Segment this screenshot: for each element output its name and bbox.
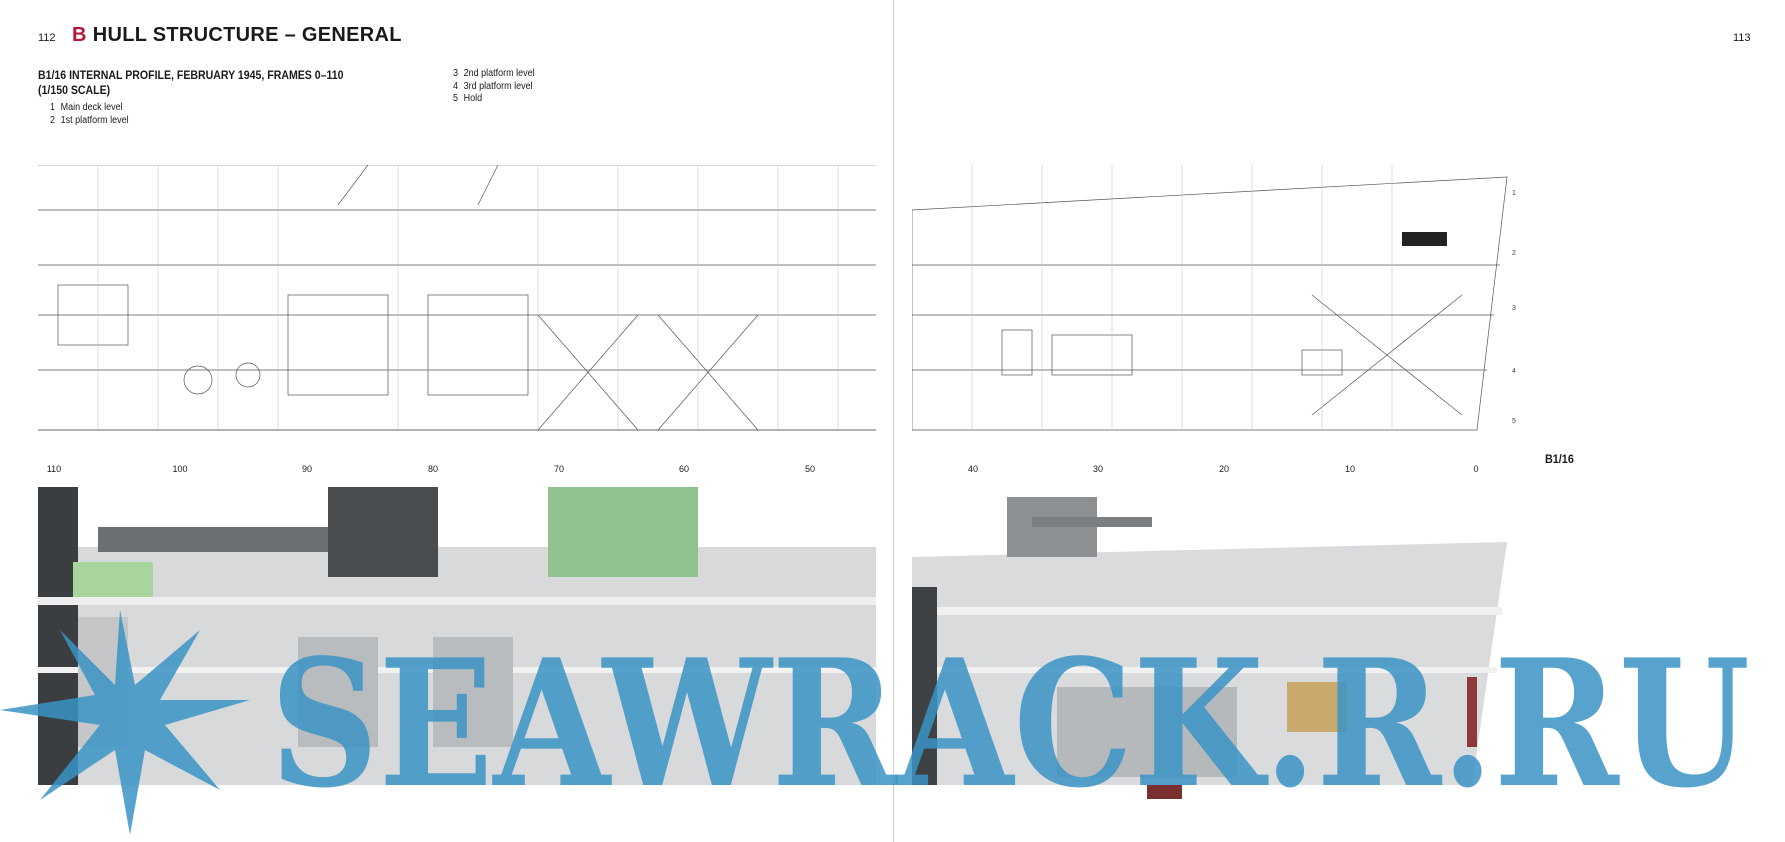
figure-label: B1/16 (1545, 452, 1574, 466)
frame-number: 100 (172, 464, 188, 474)
page-number-right: 113 (1733, 32, 1751, 44)
legend-column-2: 3 2nd platform level 4 3rd platform leve… (453, 68, 535, 106)
frame-number: 40 (967, 464, 979, 474)
frame-number: 70 (553, 464, 565, 474)
page-gutter (893, 0, 894, 842)
chapter-letter: B (72, 24, 87, 46)
frame-number: 90 (301, 464, 313, 474)
level-number: 2 (1512, 250, 1516, 257)
frame-number: 10 (1344, 464, 1356, 474)
legend-item: 3 2nd platform level (453, 68, 535, 79)
level-number: 3 (1512, 305, 1516, 312)
frame-number: 110 (46, 464, 62, 474)
chapter-title-text: HULL STRUCTURE – GENERAL (92, 24, 402, 46)
frame-number: 0 (1473, 464, 1479, 474)
legend-item: 4 3rd platform level (453, 80, 533, 92)
legend-item: 1 Main deck level (50, 102, 123, 113)
caption-line-1: B1/16 INTERNAL PROFILE, FEBRUARY 1945, F… (38, 68, 344, 82)
level-number: 4 (1512, 368, 1516, 375)
page-number-left: 112 (38, 32, 56, 44)
frame-number: 50 (804, 464, 816, 474)
cutaway-render-fore (912, 497, 1507, 799)
level-number: 1 (1512, 190, 1516, 197)
caption-line-2: (1/150 SCALE) (38, 83, 111, 97)
legend-item: 2 1st platform level (50, 114, 129, 126)
level-number: 5 (1512, 418, 1516, 425)
figure-caption: B1/16 INTERNAL PROFILE, FEBRUARY 1945, F… (38, 68, 344, 98)
frame-number: 60 (678, 464, 690, 474)
frame-number: 80 (427, 464, 439, 474)
profile-line-drawing-fore (912, 165, 1508, 431)
legend-item: 5 Hold (453, 93, 483, 104)
legend-column-1: 1 Main deck level 2 1st platform level (50, 102, 129, 127)
frame-number: 30 (1092, 464, 1104, 474)
profile-line-drawing-aft (38, 165, 876, 431)
cutaway-render-aft (38, 487, 876, 785)
frame-number: 20 (1218, 464, 1230, 474)
